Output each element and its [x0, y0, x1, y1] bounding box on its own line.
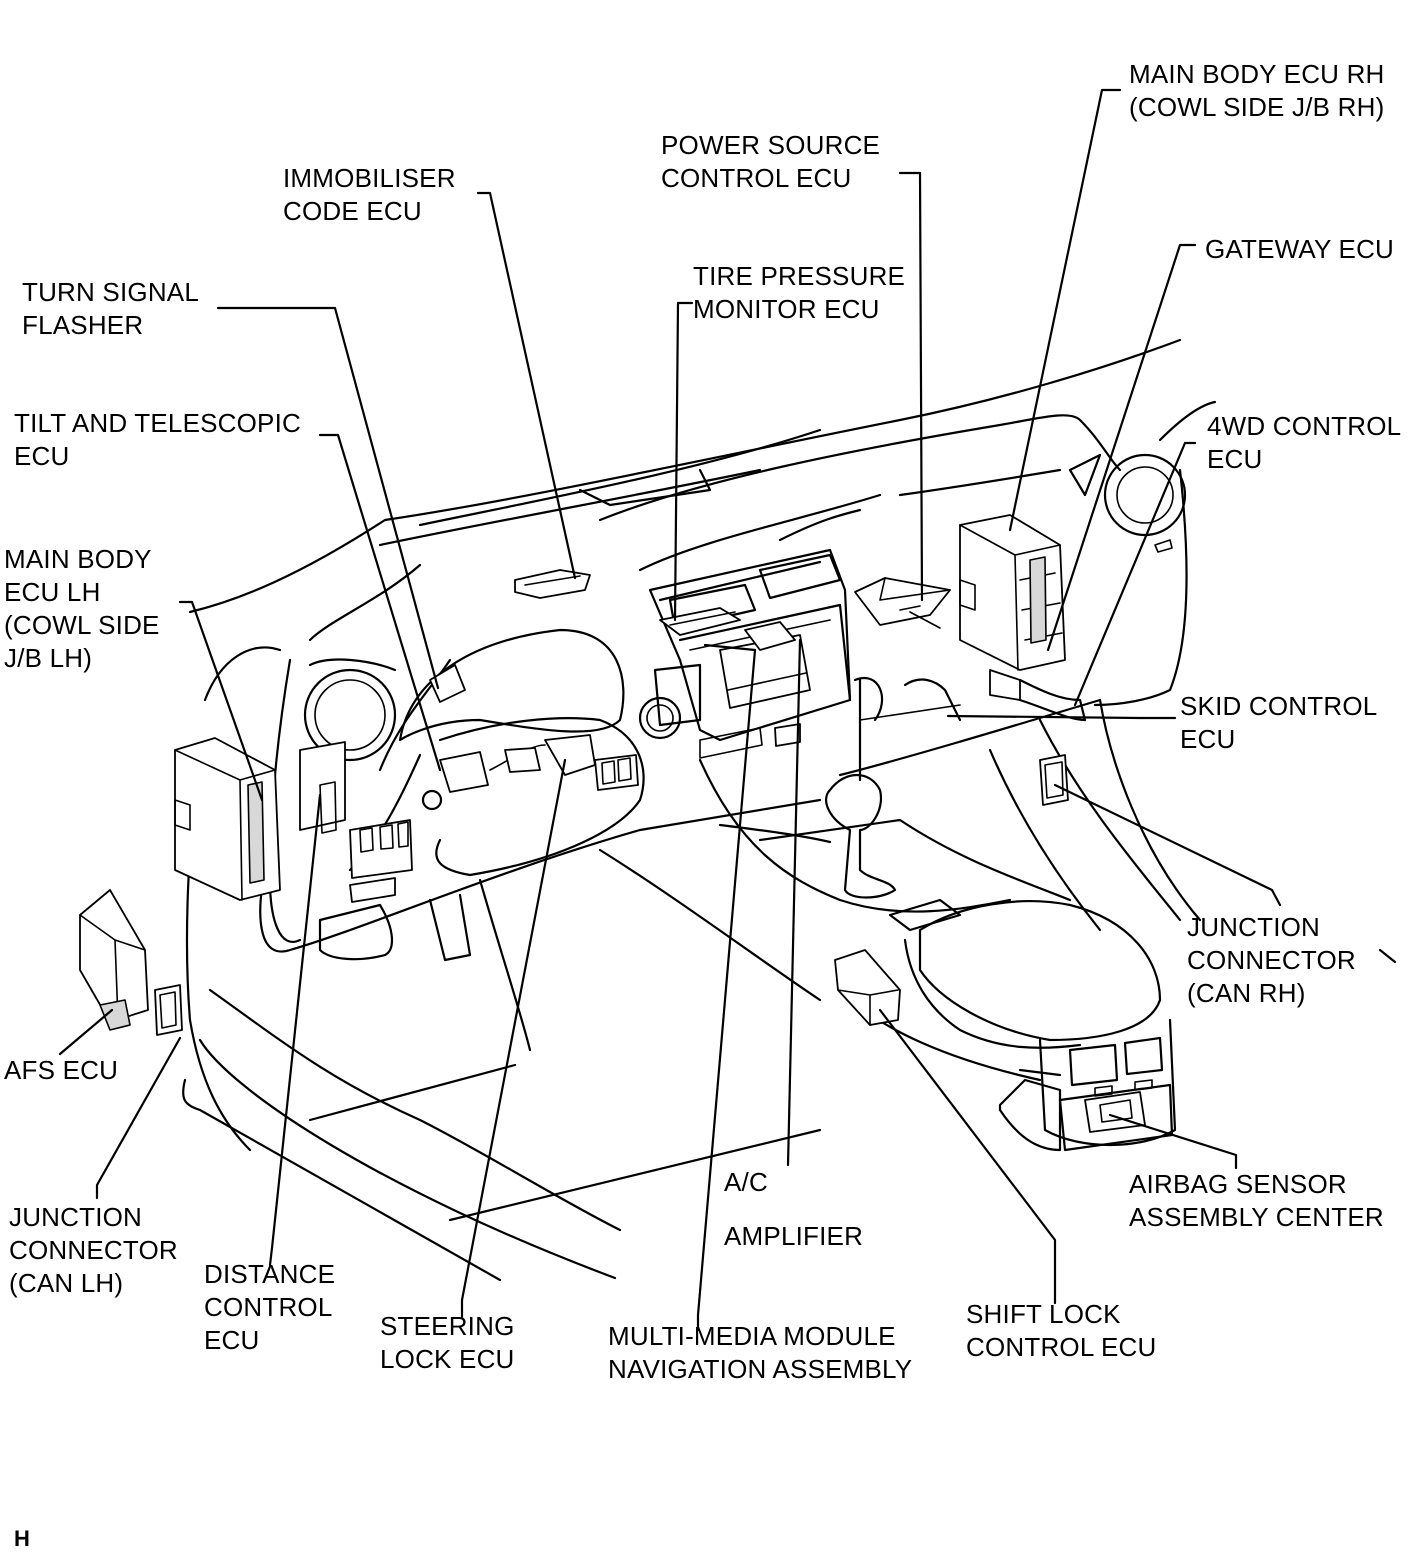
label-tilt-and-telescopic-ecu: TILT AND TELESCOPIC ECU [14, 408, 301, 471]
leader-lines [58, 88, 1282, 1332]
shift-lock-control-ecu-unit [834, 949, 901, 1026]
components [79, 514, 1146, 1133]
turn-signal-flasher-unit [429, 664, 466, 703]
ac-amplifier-unit [744, 621, 796, 651]
label-ac: A/C [724, 1167, 768, 1197]
label-main-body-ecu-rh: MAIN BODY ECU RH (COWL SIDE J/B RH) [1129, 59, 1385, 122]
steering-lock-ecu-unit [544, 734, 596, 776]
label-turn-signal-flasher: TURN SIGNAL FLASHER [22, 277, 200, 340]
label-4wd-control-ecu: 4WD CONTROL ECU [1207, 411, 1402, 474]
label-tire-pressure-monitor-ecu: TIRE PRESSURE MONITOR ECU [693, 261, 906, 324]
label-gateway-ecu: GATEWAY ECU [1205, 234, 1395, 264]
dashboard-outline [182, 338, 1397, 1282]
corner-mark: H [14, 1526, 31, 1551]
label-distance-control-ecu: DISTANCE CONTROL ECU [204, 1259, 336, 1355]
label-main-body-ecu-lh: MAIN BODY ECU LH (COWL SIDE J/B LH) [4, 544, 160, 673]
power-source-control-ecu-unit [854, 577, 951, 626]
label-amplifier: AMPLIFIER [724, 1221, 864, 1251]
airbag-sensor-unit [1084, 1091, 1146, 1133]
label-multi-media-module-navigation-assembly: MULTI-MEDIA MODULE NAVIGATION ASSEMBLY [608, 1321, 913, 1384]
distance-control-ecu-unit [299, 741, 346, 831]
label-immobiliser-code-ecu: IMMOBILISER CODE ECU [283, 163, 456, 226]
label-junction-connector-can-lh: JUNCTION CONNECTOR (CAN LH) [9, 1202, 178, 1298]
tilt-telescopic-ecu-unit [439, 751, 489, 793]
label-afs-ecu: AFS ECU [4, 1055, 119, 1085]
label-steering-lock-ecu: STEERING LOCK ECU [380, 1311, 515, 1374]
label-power-source-control-ecu: POWER SOURCE CONTROL ECU [661, 130, 881, 193]
label-skid-control-ecu: SKID CONTROL ECU [1180, 691, 1378, 754]
label-airbag-sensor-assembly-center: AIRBAG SENSOR ASSEMBLY CENTER [1129, 1169, 1384, 1232]
label-shift-lock-control-ecu: SHIFT LOCK CONTROL ECU [966, 1299, 1157, 1362]
afs-ecu-unit [79, 889, 149, 1023]
label-junction-connector-can-rh: JUNCTION CONNECTOR (CAN RH) [1187, 912, 1356, 1008]
